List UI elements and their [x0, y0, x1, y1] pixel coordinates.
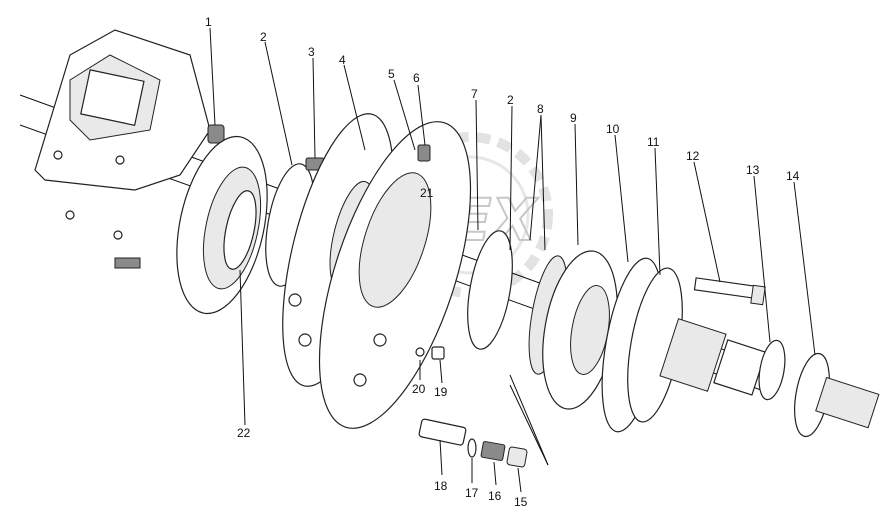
part-19-plug — [431, 346, 445, 360]
label-2: 2 — [260, 30, 267, 44]
part-5-disc — [318, 121, 472, 429]
label-2b: 2 — [507, 93, 514, 107]
label-16: 16 — [488, 489, 502, 503]
housing — [34, 29, 211, 269]
label-21: 21 — [420, 186, 434, 200]
part-13-ring — [758, 339, 786, 401]
label-11: 11 — [647, 135, 660, 149]
label-8: 8 — [537, 102, 544, 116]
part-20-washer — [415, 347, 425, 357]
label-7: 7 — [471, 87, 478, 101]
part-14-bearing — [794, 352, 880, 438]
leader-lines — [209, 27, 816, 493]
part-1-nut — [207, 124, 225, 144]
part-labels: 1 2 3 4 5 6 7 2 8 9 10 11 12 13 14 15 16… — [205, 15, 800, 509]
label-10: 10 — [606, 122, 620, 136]
label-19: 19 — [434, 385, 448, 399]
part-2-oring-right — [467, 230, 513, 350]
valve-parts — [418, 418, 528, 468]
label-17: 17 — [465, 486, 479, 500]
label-5: 5 — [388, 67, 395, 81]
label-6: 6 — [413, 71, 420, 85]
label-4: 4 — [339, 53, 346, 67]
label-13: 13 — [746, 163, 760, 177]
label-1: 1 — [205, 15, 212, 29]
label-14: 14 — [786, 169, 800, 183]
label-9: 9 — [570, 111, 577, 125]
label-3: 3 — [308, 45, 315, 59]
part-10-hub — [542, 250, 618, 410]
part-22-flange — [176, 135, 268, 315]
label-12: 12 — [686, 149, 700, 163]
label-18: 18 — [434, 479, 448, 493]
label-15: 15 — [514, 495, 528, 509]
label-22: 22 — [237, 426, 251, 440]
splined-shaft — [659, 318, 767, 396]
part-12-bolt — [693, 277, 766, 306]
label-20: 20 — [412, 382, 426, 396]
